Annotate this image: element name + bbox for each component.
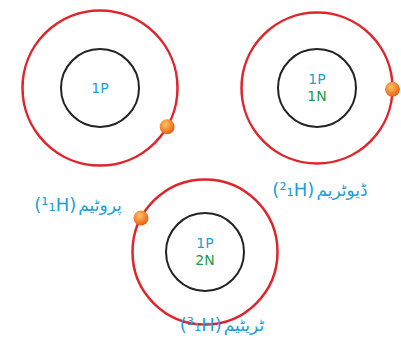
isotope-symbol: (³₁H) — [180, 314, 222, 336]
isotope-symbol: (²₁H) — [272, 179, 314, 201]
nucleus-circle: 1P — [60, 48, 140, 128]
proton-count: 1P — [308, 71, 325, 88]
electron-orbit: ڈیوٹریم(²₁H)1P1N — [240, 11, 394, 165]
isotope-symbol: (¹₁H) — [34, 194, 76, 216]
electron-orbit: پروٹیم(¹₁H)1P — [21, 9, 179, 167]
nucleus-circle: 1P1N — [277, 48, 357, 128]
neutron-count: 1N — [307, 88, 326, 105]
proton-count: 1P — [196, 235, 213, 252]
electron-orbit: ٹریٹیم(³₁H)1P2N — [131, 178, 279, 326]
electron — [160, 119, 175, 134]
isotope-name: ٹریٹیم — [224, 314, 264, 336]
electron — [133, 210, 148, 225]
electron — [385, 82, 400, 97]
isotope-label: پروٹیم(¹₁H) — [34, 194, 122, 216]
isotope-name: ڈیوٹریم — [316, 179, 367, 201]
proton-count: 1P — [91, 80, 108, 97]
isotope-label: ڈیوٹریم(²₁H) — [272, 179, 367, 201]
neutron-count: 2N — [195, 252, 214, 269]
nucleus-circle: 1P2N — [165, 212, 245, 292]
isotope-name: پروٹیم — [78, 194, 122, 216]
isotope-label: ٹریٹیم(³₁H) — [180, 314, 264, 336]
